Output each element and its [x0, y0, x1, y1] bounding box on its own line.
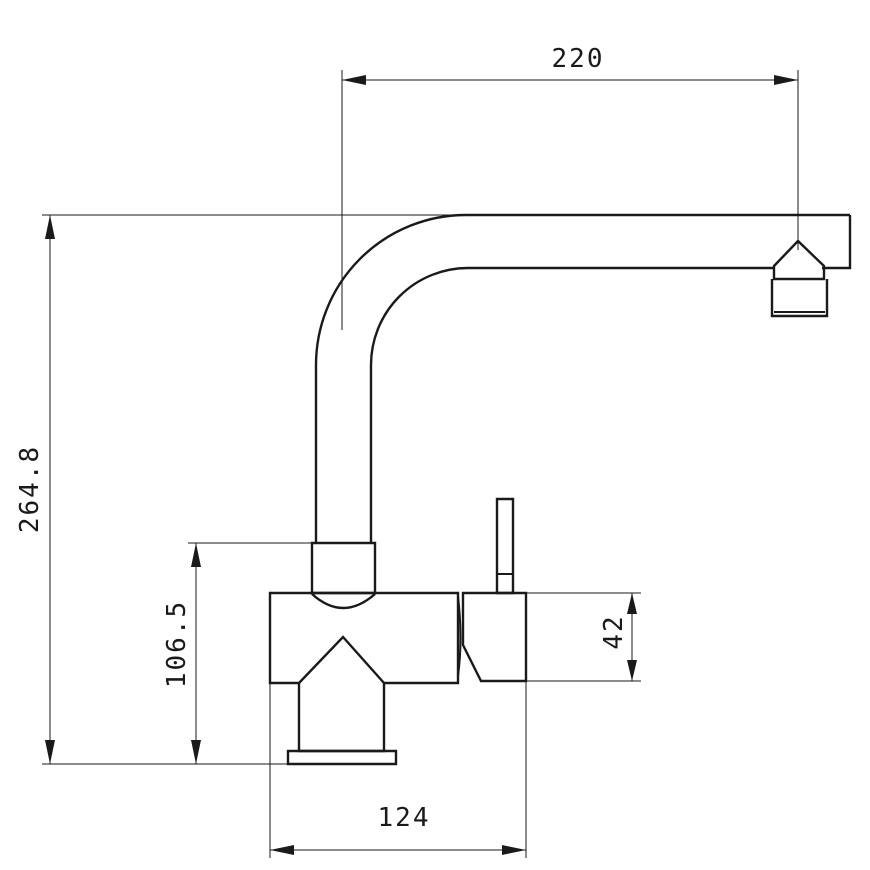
lever-housing	[461, 591, 528, 683]
lever-housing-edge	[457, 595, 462, 677]
arrowhead	[45, 215, 55, 239]
dimension-value: 106.5	[162, 600, 192, 688]
base-flange	[286, 749, 398, 766]
arrowhead	[191, 740, 201, 764]
mounting-shank	[297, 683, 386, 753]
arrowhead	[627, 660, 637, 681]
spout-inner-edge	[369, 266, 775, 543]
spout-outer-edge	[314, 213, 850, 543]
dimension-value: 42	[599, 614, 629, 649]
arrowhead	[270, 845, 294, 855]
dimension-value: 124	[378, 803, 431, 833]
spout-end-cap	[822, 215, 852, 270]
dimension-value: 220	[552, 44, 605, 74]
dimension-lever-body-height: 42	[526, 592, 641, 682]
swivel-collar	[310, 541, 377, 595]
arrowhead	[502, 845, 526, 855]
collar-saddle-curve	[311, 593, 376, 610]
arrowhead	[342, 75, 366, 85]
arrowhead	[191, 543, 201, 567]
arrowhead	[627, 593, 637, 614]
arrowhead	[774, 75, 798, 85]
faucet-outline	[268, 213, 852, 766]
dimension-value: 264.8	[15, 445, 45, 533]
dimension-body-depth: 124	[269, 681, 527, 858]
body-block	[268, 591, 460, 685]
dimension-overall-height: 264.8	[15, 214, 466, 765]
dimension-spout-reach: 220	[341, 44, 799, 330]
aerator-nozzle	[770, 279, 829, 318]
dimension-body-height: 106.5	[162, 542, 312, 764]
arrowhead	[45, 740, 55, 764]
aerator-cone	[772, 239, 826, 281]
lever-handle	[495, 497, 515, 595]
